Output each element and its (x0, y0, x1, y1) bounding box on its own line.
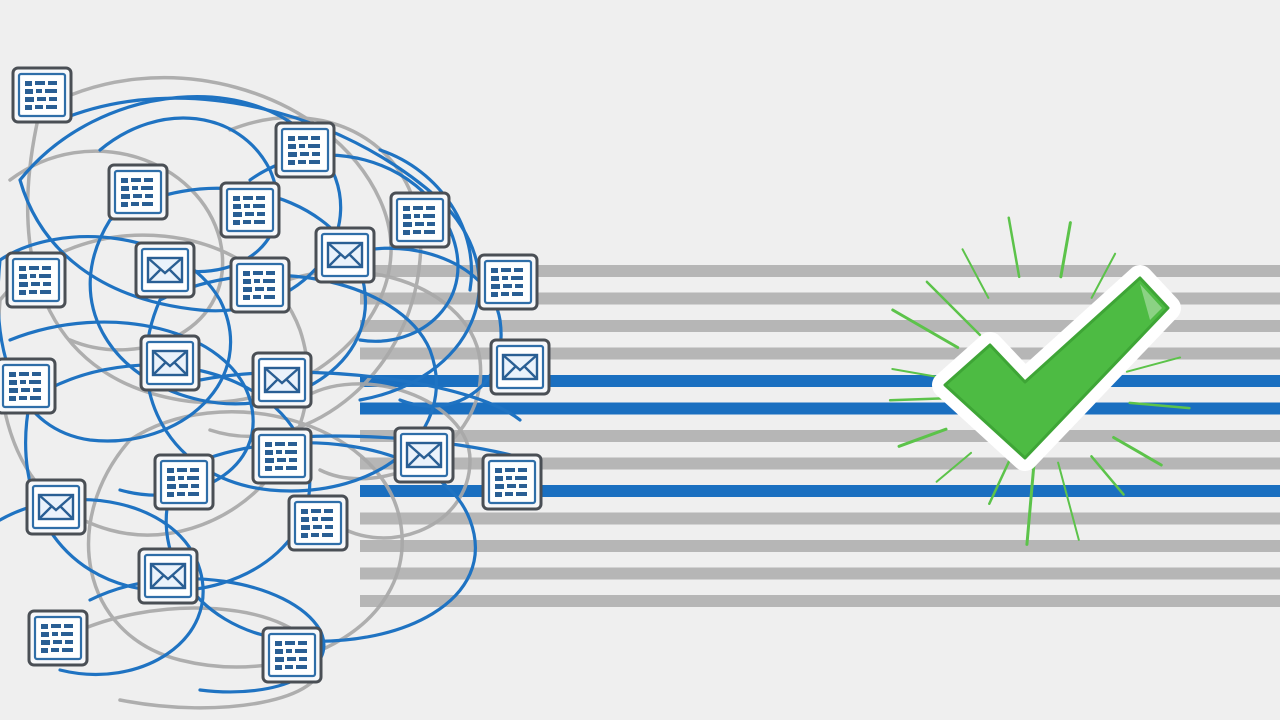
tangle-blue-loop (198, 370, 522, 422)
document-icon (261, 626, 323, 684)
envelope-icon (489, 338, 551, 396)
document-icon (481, 453, 543, 511)
document-icon (153, 453, 215, 511)
document-icon (107, 163, 169, 221)
burst-ray (935, 451, 973, 483)
lane-gray (360, 430, 1280, 442)
document-icon (251, 427, 313, 485)
envelope-icon (251, 351, 313, 409)
document-icon (274, 121, 336, 179)
burst-ray (988, 457, 1012, 506)
envelope-icon (314, 226, 376, 284)
burst-ray (1025, 463, 1036, 546)
burst-ray (1112, 436, 1163, 467)
burst-ray (961, 248, 990, 299)
envelope-icon (25, 478, 87, 536)
tangle-gray-loop (26, 76, 393, 405)
lane-gray (360, 512, 1280, 525)
document-icon (0, 357, 57, 415)
tangle-blue-loop (378, 148, 474, 292)
burst-ray (1007, 216, 1021, 279)
document-icon (477, 253, 539, 311)
envelope-icon (139, 334, 201, 392)
burst-ray (1125, 356, 1182, 373)
burst-ray (1057, 461, 1080, 541)
document-icon (27, 609, 89, 667)
checkmark-icon (932, 265, 1181, 471)
lane-gray (360, 292, 1280, 305)
document-icon (11, 66, 73, 124)
envelope-icon (137, 547, 199, 605)
burst-ray (897, 427, 948, 448)
burst-ray (1090, 455, 1125, 496)
organized-lanes (360, 265, 1280, 607)
lane-gray (360, 567, 1280, 580)
lane-gray (360, 595, 1280, 607)
tangle-gray-loop (298, 382, 472, 540)
burst-ray (1128, 401, 1191, 410)
burst-ray (891, 308, 960, 349)
burst-ray (891, 367, 943, 379)
envelope-icon (134, 241, 196, 299)
lane-gray (360, 457, 1280, 470)
burst-ray (1090, 252, 1117, 299)
checkmark-burst (888, 216, 1191, 546)
document-icon (389, 191, 451, 249)
burst-ray (888, 396, 952, 402)
document-icon (219, 181, 281, 239)
document-icon (287, 494, 349, 552)
lane-gray (360, 320, 1280, 332)
lane-gray (360, 540, 1280, 552)
burst-ray (925, 280, 982, 337)
document-icon (229, 256, 291, 314)
document-icon (5, 251, 67, 309)
envelope-icon (393, 426, 455, 484)
tangle-blue-loop (328, 246, 503, 408)
lane-blue (360, 485, 1280, 497)
lane-gray (360, 265, 1280, 277)
burst-ray (1059, 221, 1072, 279)
